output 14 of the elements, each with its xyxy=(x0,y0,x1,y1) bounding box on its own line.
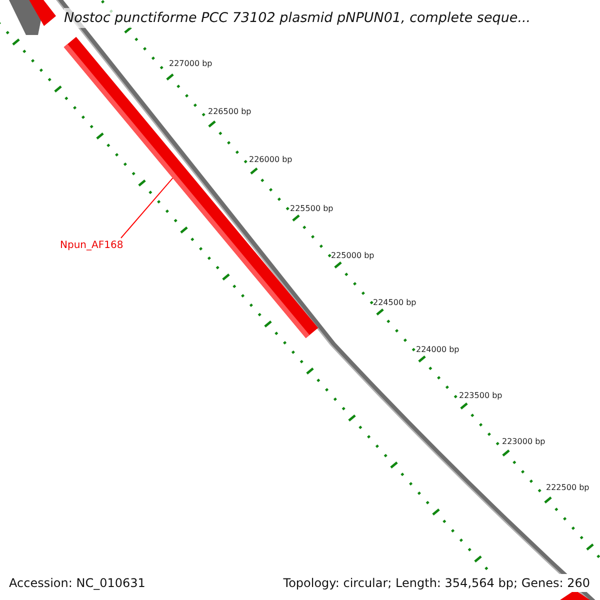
gene-label: Npun_AF168 xyxy=(60,238,124,253)
tick-label: 222500 bp xyxy=(546,482,590,494)
tick-label: 226500 bp xyxy=(208,106,252,118)
tick-label: 223000 bp xyxy=(502,436,546,448)
tick-label: 225000 bp xyxy=(331,250,374,262)
tick-label: 224000 bp xyxy=(416,344,460,356)
leader-line xyxy=(120,178,174,238)
title: Nostoc punctiforme PCC 73102 plasmid pNPUN01, complete seque... xyxy=(64,8,531,28)
tick-label: 226000 bp xyxy=(249,154,292,166)
tick-label: 224500 bp xyxy=(373,297,416,309)
tick-label: 227000 bp xyxy=(169,58,212,70)
tick-label: 223500 bp xyxy=(459,390,502,402)
tick-label: 225500 bp xyxy=(290,203,334,215)
summary-text: Topology: circular; Length: 354,564 bp; Genes: 260 xyxy=(283,574,590,592)
